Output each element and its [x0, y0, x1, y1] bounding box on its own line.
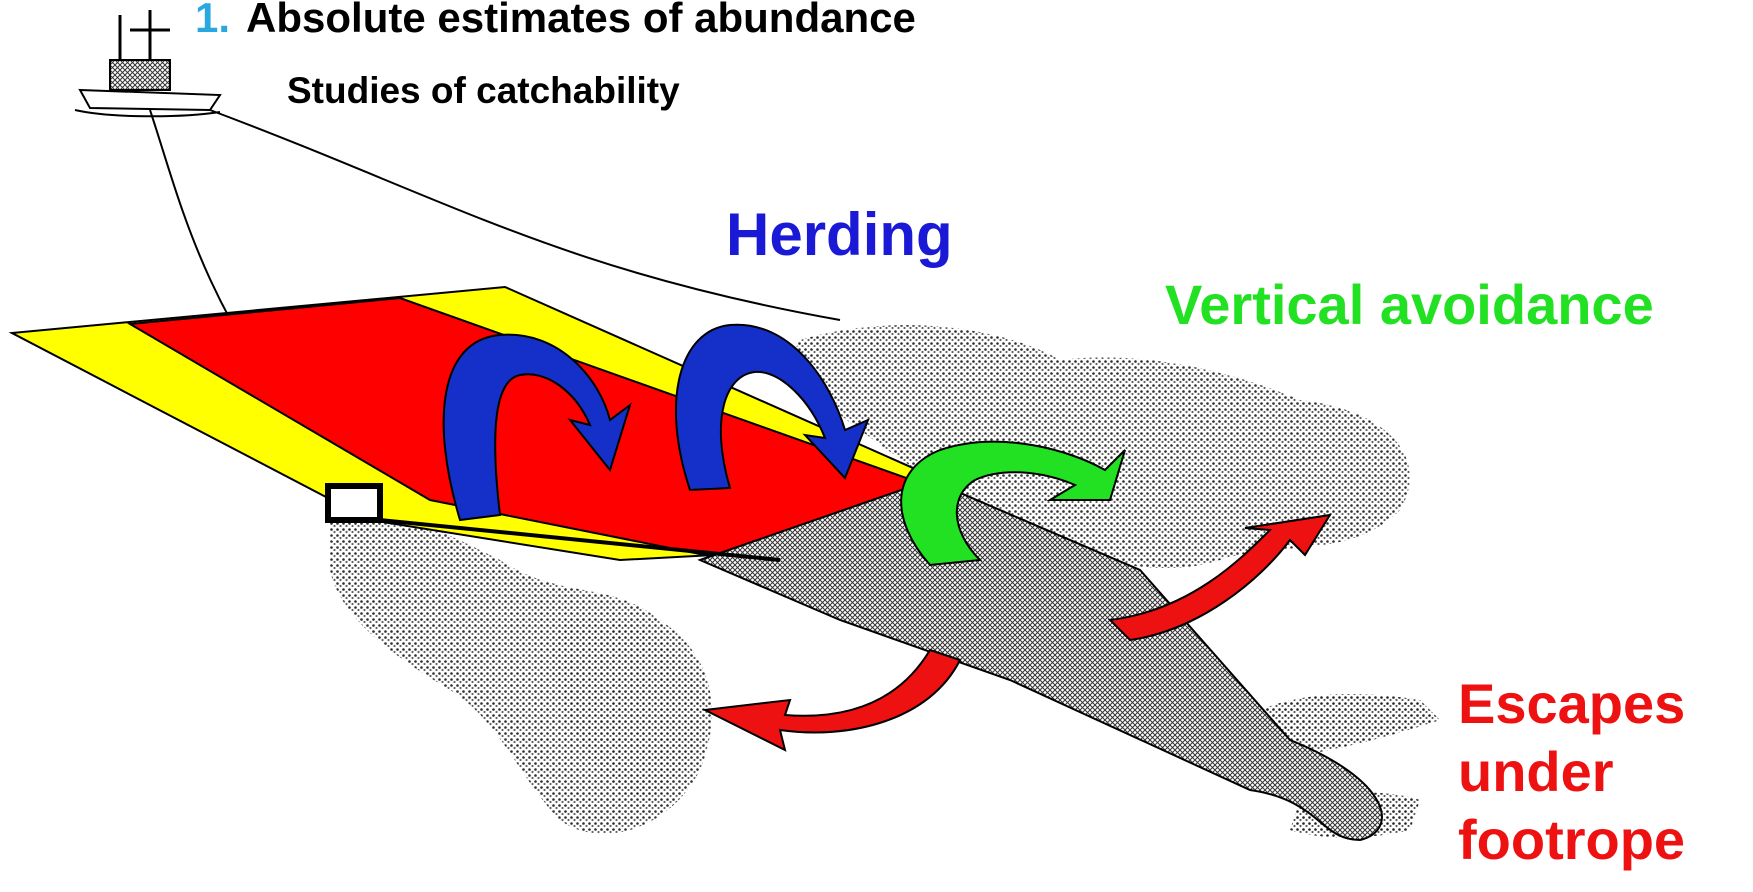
escapes-line-1: Escapes	[1458, 672, 1686, 735]
escapes-line-3: footrope	[1458, 808, 1686, 871]
trawler-icon	[74, 10, 222, 118]
herding-arrows	[442, 323, 870, 522]
slide-title: 1. Absolute estimates of abundance	[195, 0, 916, 42]
escape-arrows	[701, 513, 1333, 752]
escapes-line-2: under	[1458, 740, 1614, 803]
title-number: 1.	[195, 0, 231, 41]
slide-subtitle: Studies of catchability	[287, 70, 680, 111]
title-text: Absolute estimates of abundance	[246, 0, 916, 41]
escapes-label: Escapes under footrope	[1458, 670, 1685, 874]
vertical-avoidance-label: Vertical avoidance	[1165, 273, 1654, 336]
warp-line-right	[209, 109, 841, 321]
seabed-sediment	[330, 325, 1440, 838]
herding-label: Herding	[726, 201, 953, 268]
otter-board-icon	[325, 483, 383, 523]
codend-mesh	[697, 478, 1383, 842]
vertical-avoidance-arrow	[900, 440, 1126, 567]
groundrope	[379, 518, 781, 562]
